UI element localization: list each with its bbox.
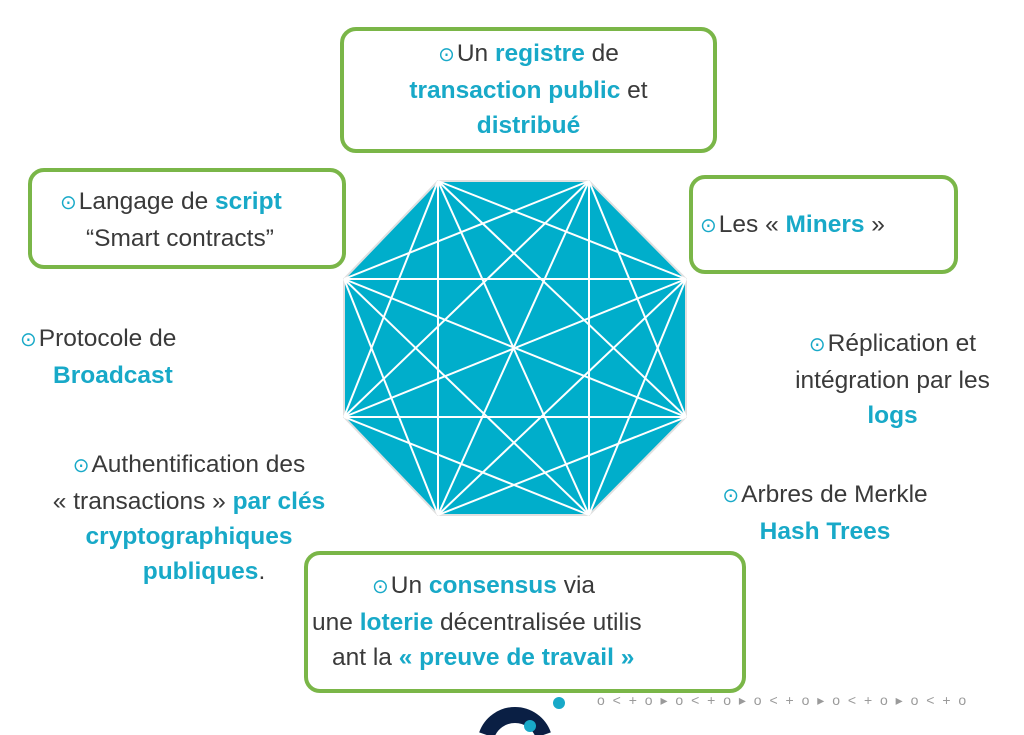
bullet-icon: ⊙ — [700, 215, 717, 237]
highlight: Miners — [785, 211, 865, 238]
item-registre: ⊙Un registre de transaction public et di… — [340, 36, 717, 143]
item-replication: ⊙Réplication et intégration par les logs — [770, 326, 1015, 433]
item-consensus: ⊙Un consensus via une loterie décentrali… — [304, 568, 746, 675]
logo-ring — [479, 707, 551, 735]
text: Arbres de Merkle — [741, 481, 928, 508]
connection-line — [343, 180, 590, 418]
logo — [479, 697, 565, 735]
highlight: logs — [867, 402, 918, 429]
highlight: Broadcast — [53, 362, 173, 389]
footer-pattern: o < + o ▸ o < + o ▸ o < + o ▸ o < + o ▸ … — [597, 692, 969, 708]
text: décentralisée utilis — [433, 609, 642, 636]
highlight: Hash Trees — [759, 518, 891, 545]
connection-line — [437, 278, 687, 516]
network-octagon — [343, 180, 687, 516]
highlight: cryptographiques — [85, 523, 293, 550]
item-miners: ⊙Les « Miners » — [700, 207, 885, 244]
logo-dot — [524, 720, 536, 732]
connection-line — [343, 278, 687, 418]
bullet-icon: ⊙ — [438, 44, 455, 66]
text: » — [864, 211, 885, 238]
connection-line — [343, 416, 590, 516]
highlight: loterie — [359, 609, 434, 636]
item-merkle: ⊙Arbres de Merkle Hash Trees — [690, 477, 960, 549]
text: Réplication et — [827, 330, 977, 357]
text: ant la — [332, 644, 399, 671]
text: Les « — [718, 211, 786, 238]
connection-line — [437, 416, 687, 516]
bullet-icon: ⊙ — [722, 485, 740, 507]
text: intégration par les — [795, 367, 990, 394]
text: de — [584, 40, 619, 67]
connection-line — [343, 278, 590, 516]
text: Un — [390, 572, 429, 599]
item-auth: ⊙Authentification des « transactions » p… — [14, 447, 364, 589]
bullet-icon: ⊙ — [60, 192, 77, 214]
bullet-icon: ⊙ — [20, 329, 37, 351]
connection-line — [343, 278, 439, 516]
highlight: transaction public — [409, 77, 621, 104]
bullet-icon: ⊙ — [372, 576, 389, 598]
text: Langage de — [78, 188, 216, 215]
box-script — [28, 168, 346, 269]
text: et — [620, 77, 648, 104]
item-script: ⊙Langage de script “Smart contracts” — [60, 184, 282, 256]
text: Un — [456, 40, 495, 67]
highlight: « preuve de travail » — [398, 644, 635, 671]
box-consensus — [304, 551, 746, 693]
highlight: consensus — [428, 572, 557, 599]
text: « transactions » — [52, 488, 233, 515]
highlight: registre — [494, 40, 585, 67]
text: via — [556, 572, 596, 599]
text: “Smart contracts” — [86, 225, 274, 252]
highlight: publiques — [142, 558, 259, 585]
item-broadcast: ⊙Protocole de Broadcast — [20, 321, 176, 393]
highlight: distribué — [476, 112, 581, 139]
bullet-icon: ⊙ — [808, 334, 826, 356]
text: une — [312, 609, 360, 636]
text: Protocole de — [38, 325, 177, 352]
text: Authentification des — [91, 451, 306, 478]
box-miners — [689, 175, 958, 274]
connection-line — [343, 180, 590, 280]
bullet-icon: ⊙ — [72, 455, 90, 477]
highlight: script — [215, 188, 282, 215]
highlight: par clés — [232, 488, 326, 515]
box-registre — [340, 27, 717, 153]
text: . — [258, 558, 266, 585]
connection-line — [437, 180, 687, 280]
logo-dot — [553, 697, 565, 709]
